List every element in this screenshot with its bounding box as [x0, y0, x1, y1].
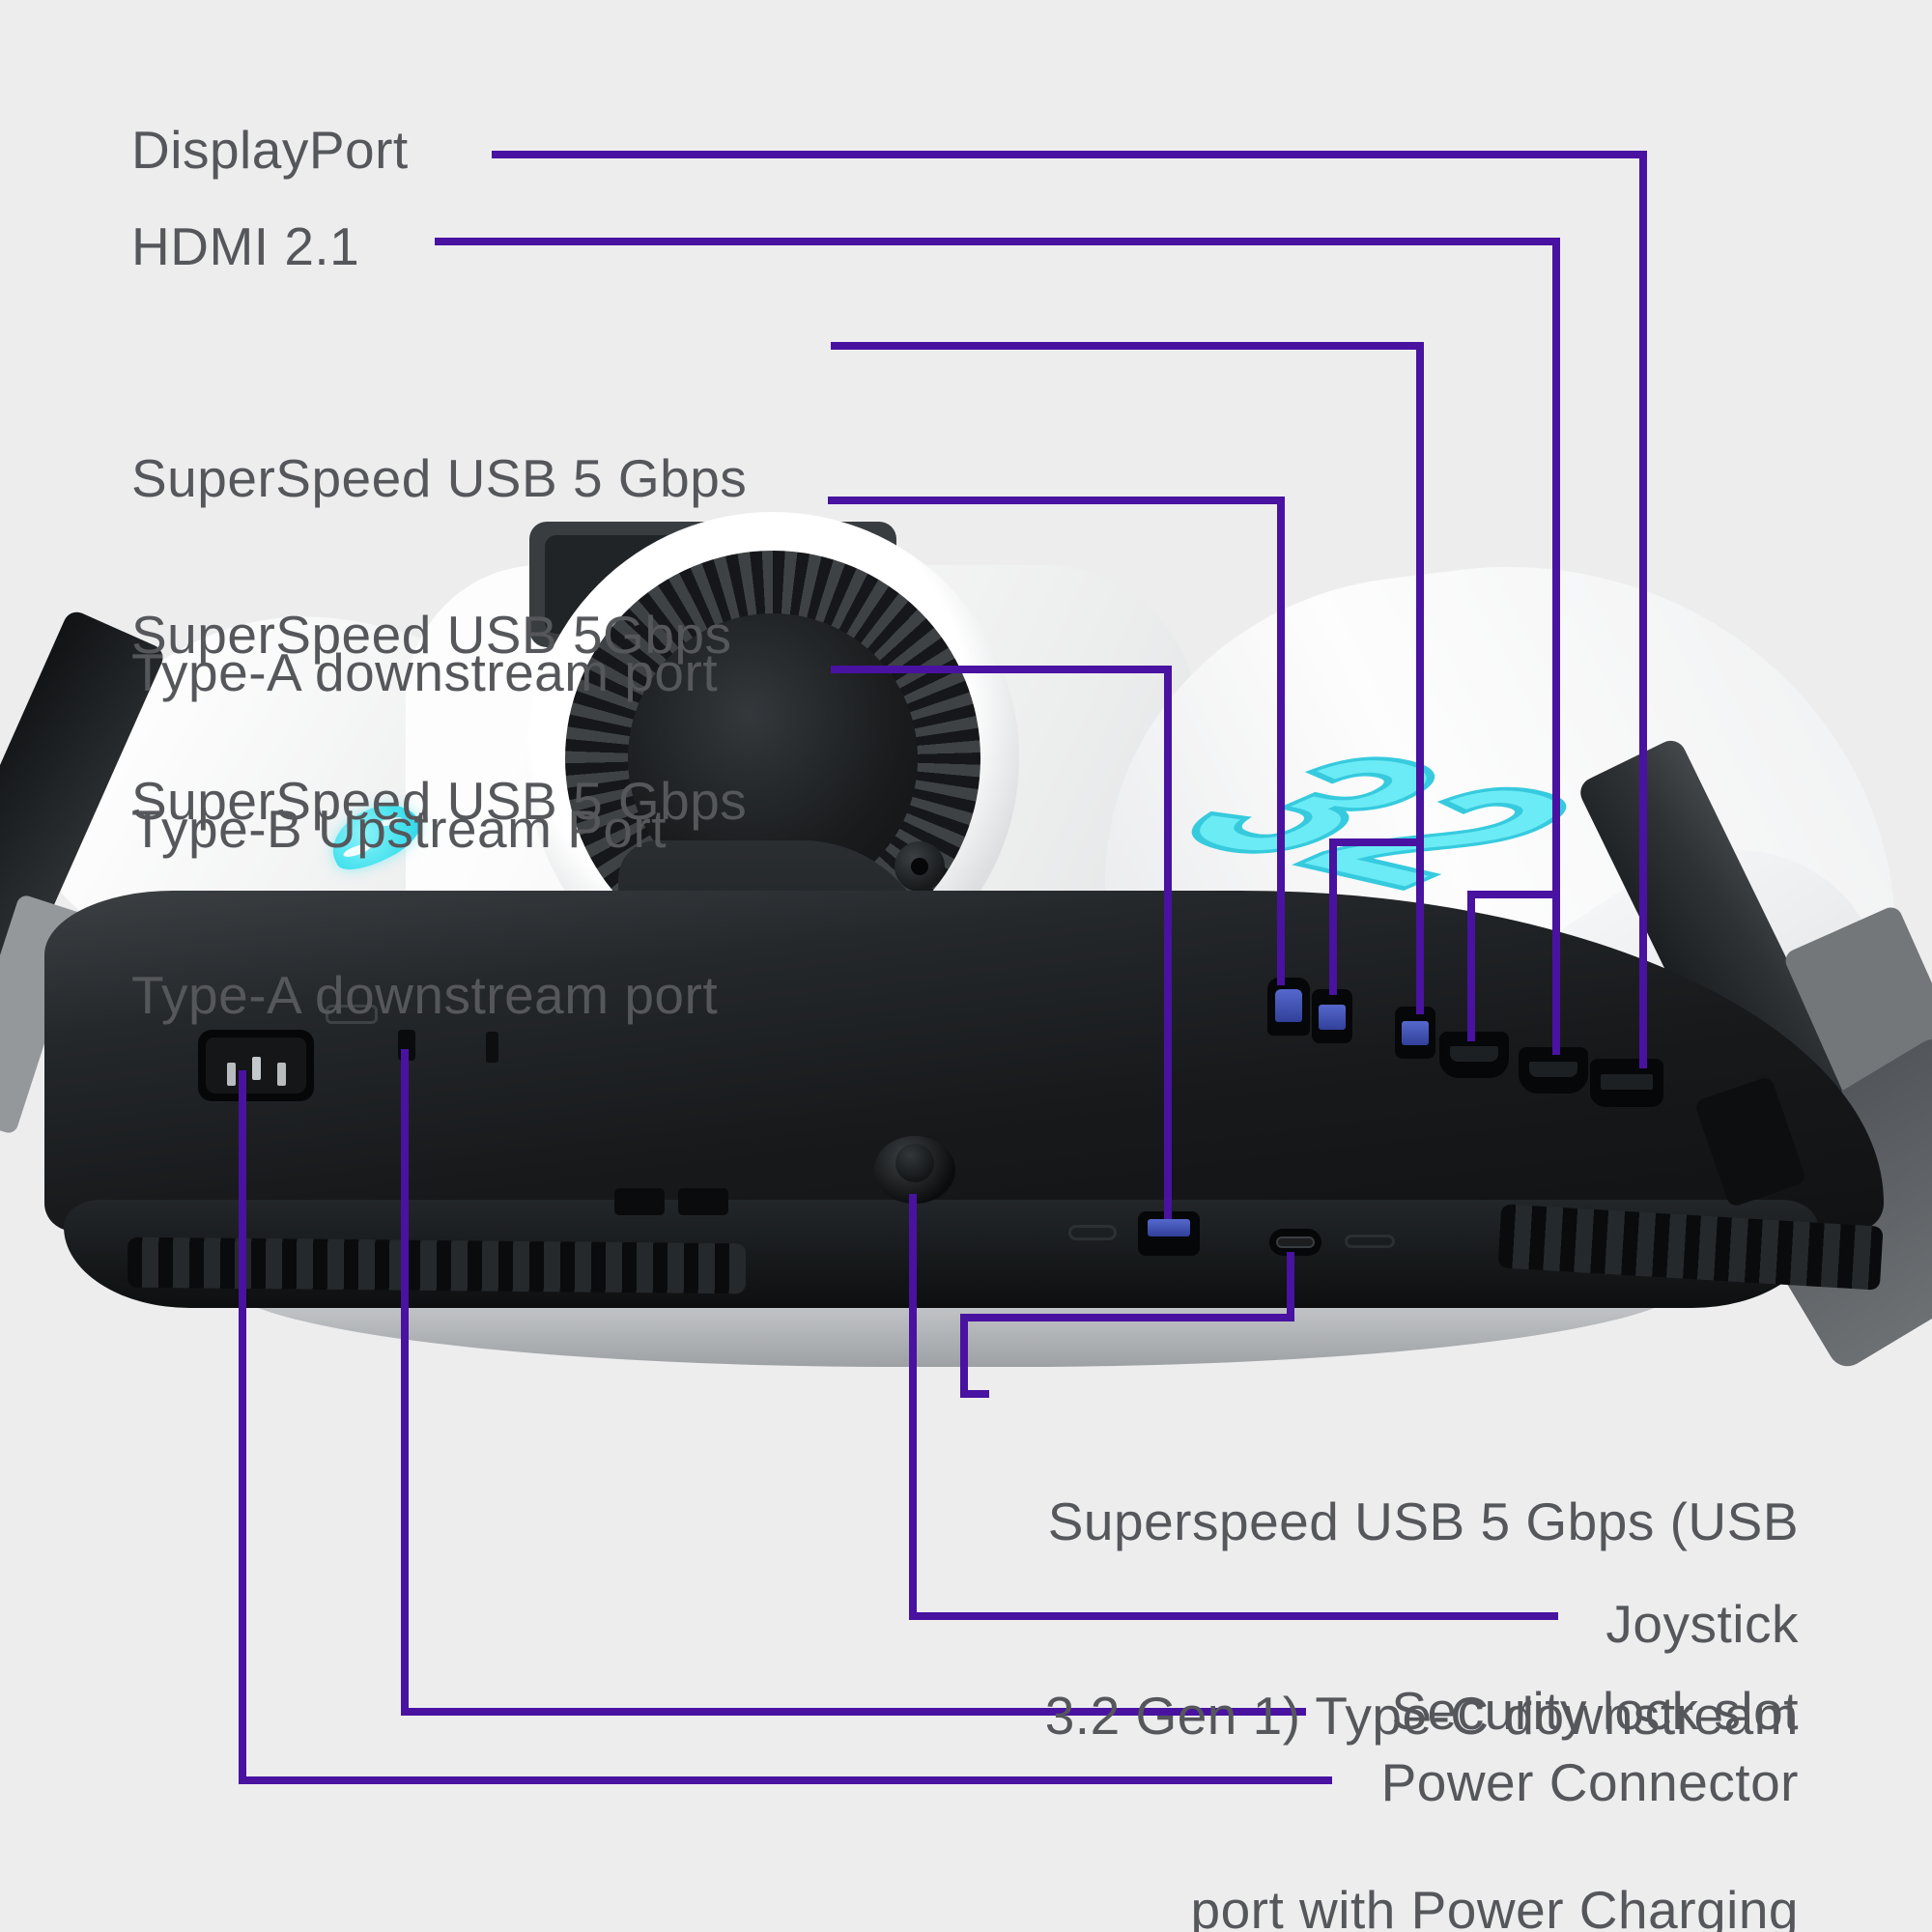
- vent-fins-left: [127, 1236, 747, 1294]
- callout-line-usb-c: [960, 1314, 1294, 1321]
- callout-line-hdmi: [435, 238, 1560, 245]
- callout-line-usb-a-top: [1416, 342, 1424, 1014]
- callout-line-displayport: [492, 151, 1647, 158]
- label-usb-a-bottom-line1: SuperSpeed USB 5 Gbps: [131, 771, 748, 831]
- label-usb-b: SuperSpeed USB 5Gbps Type-B Upstream Por…: [131, 473, 732, 991]
- callout-line-displayport: [1639, 151, 1647, 1068]
- label-security-lock: Security lock slot: [1391, 1681, 1799, 1741]
- callout-line-power: [239, 1070, 246, 1784]
- usb-a-port-2: [1395, 1007, 1435, 1059]
- callout-line-security: [401, 1049, 409, 1716]
- callout-line-usb-a-top: [831, 342, 1424, 350]
- callout-line-usb-b: [1277, 497, 1285, 985]
- usb-c-port: [1269, 1229, 1321, 1256]
- usb-a-port-1: [1312, 989, 1352, 1043]
- callout-line-joystick: [909, 1612, 1558, 1620]
- label-hdmi: HDMI 2.1: [131, 216, 360, 276]
- callout-line-usb-c: [960, 1390, 989, 1398]
- vent-cutout: [614, 1188, 665, 1215]
- callout-line-hdmi: [1467, 891, 1556, 898]
- label-displayport: DisplayPort: [131, 120, 409, 180]
- label-usb-a-bottom: SuperSpeed USB 5 Gbps Type-A downstream …: [131, 639, 747, 1157]
- callout-line-usb-a-bottom: [831, 666, 1172, 673]
- label-usb-c: Superspeed USB 5 Gbps (USB 3.2 Gen 1) Ty…: [929, 1360, 1799, 1932]
- callout-line-usb-c: [1287, 1252, 1294, 1321]
- callout-line-usb-b: [828, 497, 1285, 504]
- callout-line-usb-a-bottom: [1164, 666, 1172, 1219]
- hdmi-port-1: [1439, 1032, 1509, 1078]
- power-connector-port: [198, 1030, 314, 1101]
- label-usb-c-line3: port with Power Charging: [1190, 1880, 1799, 1932]
- label-power-connector: Power Connector: [1380, 1752, 1799, 1812]
- hdmi-port-2: [1519, 1047, 1588, 1094]
- displayport-port: [1590, 1059, 1663, 1107]
- callout-line-usb-c: [960, 1314, 968, 1398]
- callout-line-hdmi: [1467, 891, 1475, 1041]
- label-usb-c-line2: 3.2 Gen 1) Type-C downstream: [1044, 1686, 1799, 1746]
- label-usb-a-top-line1: SuperSpeed USB 5 Gbps: [131, 448, 748, 508]
- etched-slit: [486, 1032, 498, 1063]
- usb-b-upstream-port: [1267, 978, 1310, 1036]
- mount-screw: [895, 841, 945, 892]
- callout-line-usb-a-top: [1329, 838, 1420, 846]
- vent-cutout: [678, 1188, 728, 1215]
- usb-icon-etch: [1068, 1225, 1117, 1240]
- callout-line-hdmi: [1552, 238, 1560, 1055]
- label-usb-a-bottom-line2: Type-A downstream port: [131, 965, 719, 1025]
- callout-line-joystick: [909, 1194, 917, 1620]
- etched-rect: [326, 1005, 378, 1024]
- label-joystick: Joystick: [1605, 1594, 1799, 1654]
- label-usb-b-line1: SuperSpeed USB 5Gbps: [131, 605, 732, 665]
- callout-line-usb-a-top: [1329, 838, 1337, 995]
- label-usb-a-top: SuperSpeed USB 5 Gbps Type-A downstream …: [131, 317, 747, 835]
- usb-c-icon-etch: [1345, 1235, 1395, 1248]
- usb-a-port-3: [1138, 1211, 1200, 1256]
- label-usb-c-line1: Superspeed USB 5 Gbps (USB: [1047, 1492, 1799, 1551]
- callout-line-security: [401, 1708, 1306, 1716]
- callout-line-power: [239, 1776, 1332, 1784]
- joystick-control: [874, 1130, 961, 1208]
- label-usb-a-top-line2: Type-A downstream port: [131, 642, 719, 702]
- label-usb-b-line2: Type-B Upstream Port: [131, 799, 668, 859]
